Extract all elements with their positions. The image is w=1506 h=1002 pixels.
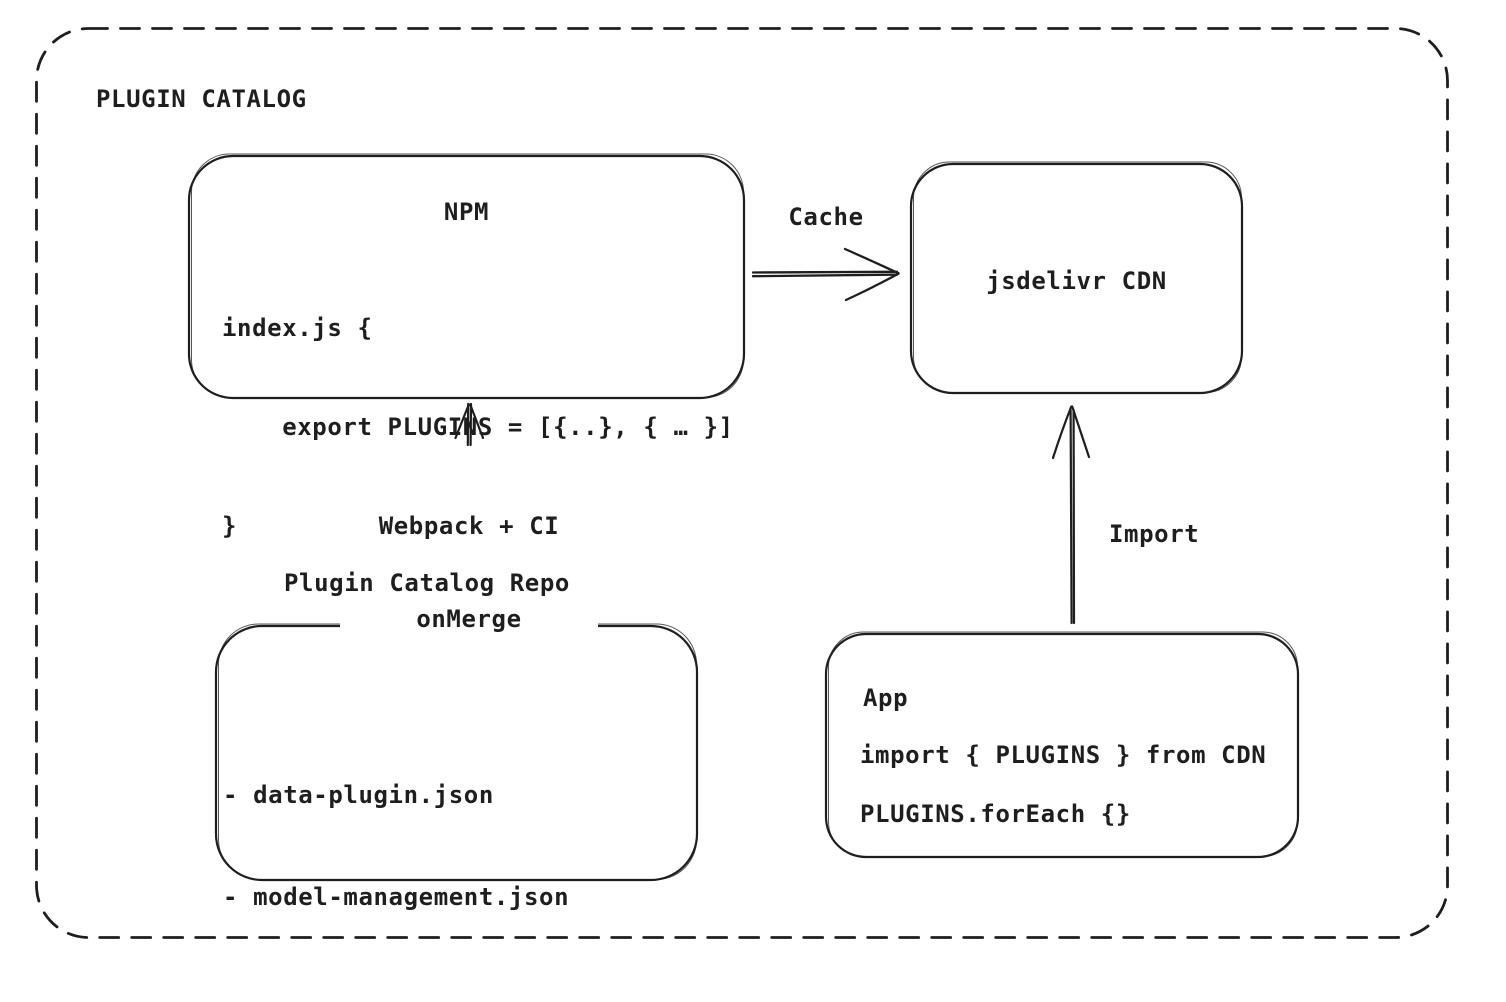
npm-code-line: }	[222, 512, 238, 540]
repo-file-list: - data-plugin.json - model-management.js…	[223, 710, 569, 1002]
app-box	[826, 632, 1298, 857]
app-code-foreach-line: PLUGINS.forEach {}	[860, 800, 1131, 828]
import-arrow-label: Import	[1109, 520, 1200, 548]
repo-file-item: - data-plugin.json	[223, 781, 494, 809]
cdn-box	[911, 162, 1242, 393]
catalog-boundary-box	[37, 29, 1448, 938]
repo-heading: Plugin Catalog Repo	[284, 569, 570, 597]
app-title: App	[863, 684, 909, 712]
npm-code-line: index.js {	[222, 314, 373, 342]
build-arrow-label: Webpack + CI onMerge	[340, 449, 598, 697]
cache-arrow-label: Cache	[788, 203, 864, 231]
cache-arrow	[753, 249, 899, 300]
cdn-title: jsdelivr CDN	[986, 267, 1167, 295]
npm-box	[189, 154, 744, 398]
npm-code-line: export PLUGINS = [{..}, { … }]	[222, 413, 734, 441]
npm-code-block: index.js { export PLUGINS = [{..}, { … }…	[222, 246, 734, 609]
build-arrow-label-line2: onMerge	[416, 605, 522, 633]
repo-file-item: - model-management.json	[223, 883, 570, 911]
import-arrow	[1053, 407, 1089, 624]
app-code-import-line: import { PLUGINS } from CDN	[860, 741, 1267, 769]
build-arrow-label-line1: Webpack + CI	[378, 512, 560, 540]
npm-title: NPM	[443, 198, 490, 226]
diagram-title: PLUGIN CATALOG	[96, 85, 307, 113]
repo-file-item: …	[223, 985, 254, 1002]
